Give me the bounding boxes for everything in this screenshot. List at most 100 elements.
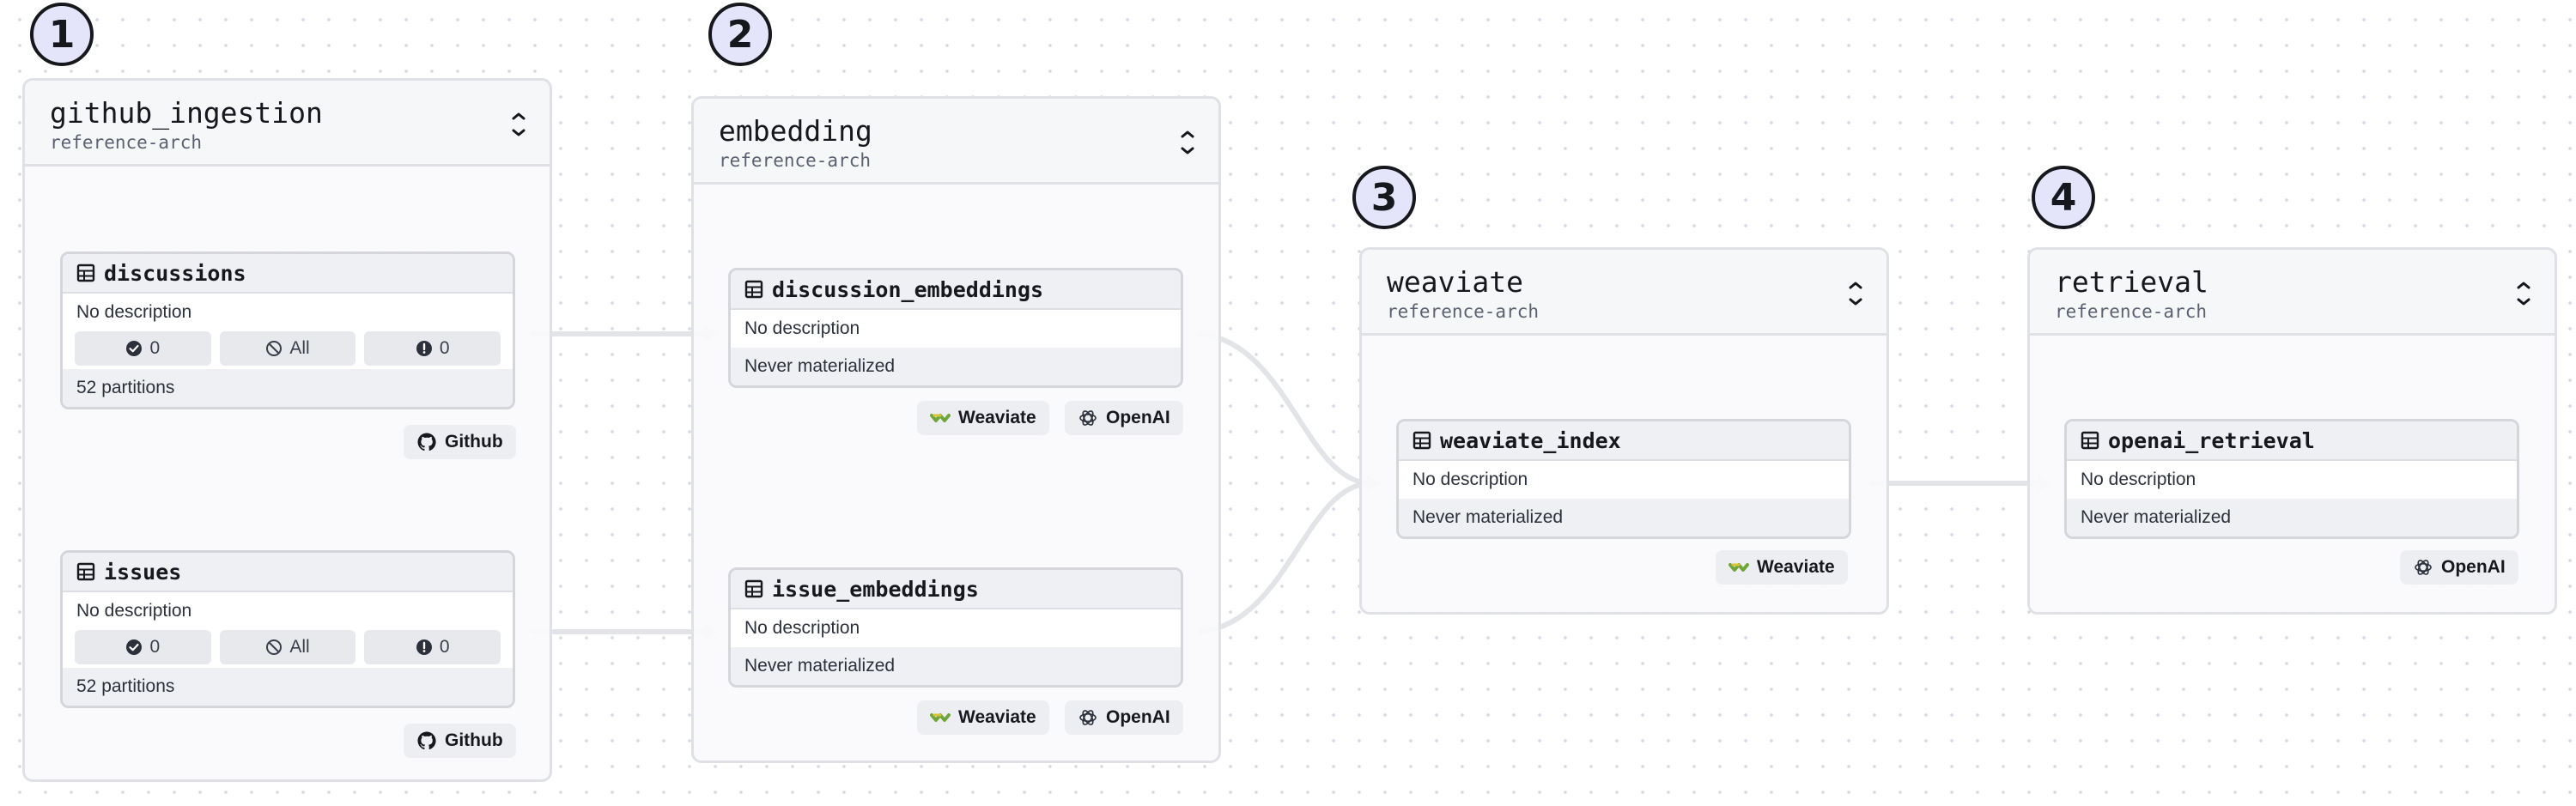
- asset-header: openai_retrieval: [2067, 421, 2517, 461]
- tag-label: Github: [445, 432, 503, 451]
- asset-name[interactable]: weaviate_index: [1440, 427, 1621, 453]
- tag-label: OpenAI: [1106, 707, 1170, 727]
- edge-issue-embeddings-to-weaviate-index: [1198, 481, 1372, 634]
- compute-kind-tag[interactable]: OpenAI: [1065, 401, 1183, 435]
- compute-kind-tag[interactable]: Weaviate: [917, 401, 1049, 435]
- asset-node-issues[interactable]: issues No description 0 All 0 52 partiti…: [60, 550, 515, 708]
- group-header[interactable]: weaviate reference-arch: [1362, 250, 1886, 336]
- checks-passed-count: 0: [149, 637, 161, 657]
- asset-header: issues: [63, 553, 513, 592]
- tag-label: Weaviate: [958, 408, 1036, 427]
- asset-node-openai-retrieval[interactable]: openai_retrieval No description Never ma…: [2064, 419, 2519, 539]
- group-title: retrieval: [2055, 265, 2208, 299]
- table-icon: [744, 280, 763, 299]
- group-title: github_ingestion: [50, 96, 323, 130]
- collapse-chevron-icon[interactable]: [2512, 279, 2536, 308]
- checks-failed-count: 0: [439, 637, 450, 657]
- partitions-filter-chip[interactable]: All: [219, 331, 356, 366]
- tag-label: OpenAI: [1106, 408, 1170, 427]
- github-icon: [417, 731, 436, 750]
- step-badge-1: 1: [30, 3, 94, 66]
- compute-kind-tag[interactable]: Weaviate: [917, 700, 1049, 735]
- asset-node-issue-embeddings[interactable]: issue_embeddings No description Never ma…: [728, 567, 1183, 688]
- step-badge-2: 2: [708, 3, 772, 66]
- compute-kind-tag[interactable]: Github: [404, 425, 516, 459]
- group-header[interactable]: retrieval reference-arch: [2030, 250, 2555, 336]
- checks-passed-chip[interactable]: 0: [75, 331, 211, 366]
- asset-partitions: 52 partitions: [63, 369, 513, 407]
- table-icon: [76, 264, 95, 282]
- asset-check-stats: 0 All 0: [75, 630, 501, 664]
- asset-description: No description: [2081, 470, 2196, 489]
- step-number: 2: [726, 12, 754, 57]
- partition-slash-icon: [266, 341, 283, 356]
- asset-header: discussions: [63, 254, 513, 294]
- asset-node-discussions[interactable]: discussions No description 0 All 0 52 pa…: [60, 251, 515, 409]
- collapse-chevron-icon[interactable]: [1176, 128, 1200, 157]
- group-subtitle: reference-arch: [719, 150, 872, 171]
- asset-description: No description: [744, 618, 860, 638]
- asset-check-stats: 0 All 0: [75, 331, 501, 366]
- step-number: 4: [2050, 175, 2077, 220]
- edge-discussion-embeddings-to-weaviate-index: [1198, 331, 1372, 486]
- checks-failed-count: 0: [439, 338, 450, 358]
- collapse-chevron-icon[interactable]: [507, 110, 531, 139]
- weaviate-icon: [930, 414, 951, 422]
- group-title: weaviate: [1387, 265, 1523, 299]
- compute-kind-tag[interactable]: OpenAI: [2400, 550, 2518, 585]
- tag-label: Weaviate: [1757, 557, 1835, 577]
- tag-label: Weaviate: [958, 707, 1036, 727]
- openai-icon: [1079, 410, 1097, 426]
- materialization-status: Never materialized: [1399, 499, 1849, 536]
- compute-kind-tag[interactable]: OpenAI: [1065, 700, 1183, 735]
- openai-icon: [1079, 710, 1097, 725]
- check-circle-icon: [126, 341, 143, 356]
- group-title: embedding: [719, 114, 872, 148]
- tag-label: OpenAI: [2441, 557, 2506, 577]
- asset-node-discussion-embeddings[interactable]: discussion_embeddings No description Nev…: [728, 268, 1183, 388]
- checks-failed-chip[interactable]: 0: [364, 331, 501, 366]
- asset-partitions: 52 partitions: [63, 668, 513, 706]
- partitions-filter-chip[interactable]: All: [219, 630, 356, 664]
- group-header[interactable]: github_ingestion reference-arch: [25, 81, 550, 167]
- partition-slash-icon: [266, 639, 283, 655]
- group-subtitle: reference-arch: [2055, 301, 2208, 322]
- asset-name[interactable]: issue_embeddings: [772, 576, 979, 602]
- compute-kind-tag[interactable]: Weaviate: [1716, 550, 1848, 585]
- github-icon: [417, 433, 436, 451]
- table-icon: [1413, 431, 1431, 450]
- checks-passed-count: 0: [149, 338, 161, 358]
- checks-passed-chip[interactable]: 0: [75, 630, 211, 664]
- asset-description: No description: [76, 302, 192, 322]
- group-subtitle: reference-arch: [1387, 301, 1540, 322]
- asset-description: No description: [1413, 470, 1528, 489]
- group-header[interactable]: embedding reference-arch: [694, 99, 1218, 185]
- partitions-filter-label: All: [289, 338, 310, 358]
- table-icon: [76, 562, 95, 581]
- compute-kind-tag[interactable]: Github: [404, 724, 516, 758]
- asset-header: discussion_embeddings: [731, 270, 1181, 310]
- asset-description: No description: [76, 601, 192, 621]
- alert-circle-icon: [416, 639, 432, 655]
- weaviate-icon: [930, 713, 951, 722]
- partitions-filter-label: All: [289, 637, 310, 657]
- asset-name[interactable]: discussion_embeddings: [772, 276, 1044, 302]
- asset-name[interactable]: discussions: [104, 260, 246, 286]
- asset-name[interactable]: issues: [104, 559, 182, 585]
- asset-header: weaviate_index: [1399, 421, 1849, 461]
- openai-icon: [2415, 560, 2432, 575]
- collapse-chevron-icon[interactable]: [1844, 279, 1868, 308]
- tag-label: Github: [445, 730, 503, 750]
- materialization-status: Never materialized: [731, 647, 1181, 685]
- group-subtitle: reference-arch: [50, 132, 203, 153]
- step-badge-3: 3: [1352, 166, 1416, 229]
- table-icon: [744, 579, 763, 598]
- check-circle-icon: [126, 639, 143, 655]
- asset-node-weaviate-index[interactable]: weaviate_index No description Never mate…: [1396, 419, 1851, 539]
- checks-failed-chip[interactable]: 0: [364, 630, 501, 664]
- alert-circle-icon: [416, 341, 432, 356]
- asset-name[interactable]: openai_retrieval: [2108, 427, 2315, 453]
- step-number: 3: [1370, 175, 1398, 220]
- table-icon: [2081, 431, 2099, 450]
- step-number: 1: [48, 12, 76, 57]
